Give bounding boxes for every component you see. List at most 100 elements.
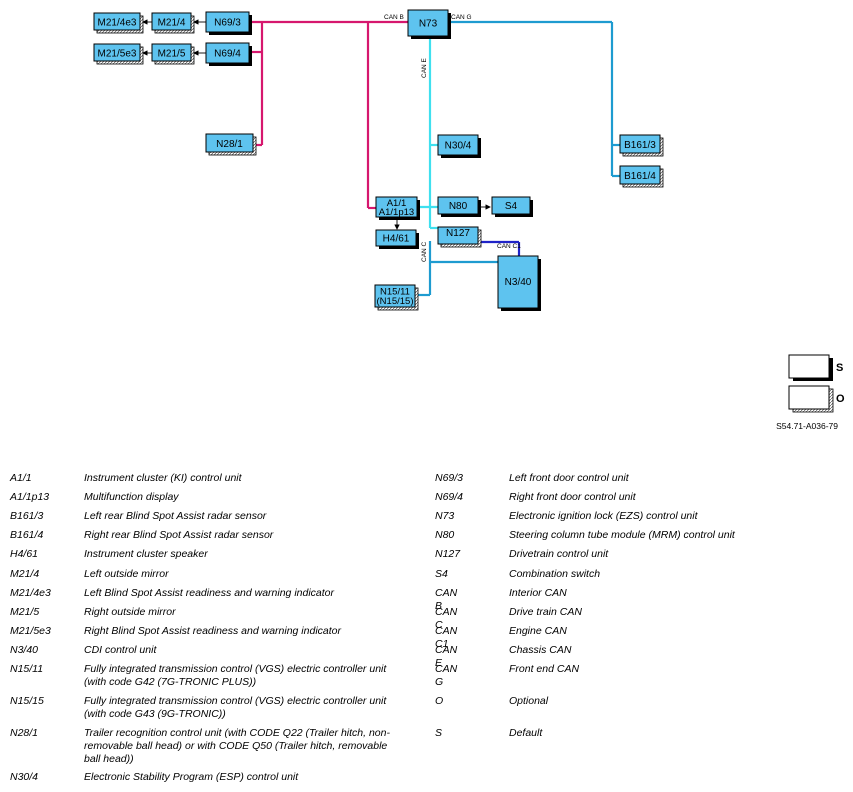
component-label: N15/11 bbox=[380, 287, 410, 298]
components: M21/4e3 M21/4 N69/3 M21/5e3 M21/5 bbox=[93, 9, 664, 311]
component-a1-1[interactable]: A1/1 A1/1p13 bbox=[375, 196, 420, 220]
component-n3-40[interactable]: N3/40 bbox=[497, 255, 541, 311]
legend-desc: Combination switch bbox=[509, 568, 601, 580]
component-n30-4[interactable]: N30/4 bbox=[437, 134, 481, 158]
legend-code: N15/15 bbox=[10, 695, 44, 707]
component-label: N80 bbox=[449, 201, 468, 212]
legend-code: N15/11 bbox=[10, 663, 44, 675]
symbol-key: S O S54.71-A036-79 bbox=[776, 354, 845, 431]
legend-desc: Drivetrain control unit bbox=[509, 548, 609, 560]
legend-code: N28/1 bbox=[10, 727, 39, 739]
legend-desc: CDI control unit bbox=[84, 644, 157, 656]
component-label: N127 bbox=[446, 228, 470, 239]
legend-desc: Optional bbox=[509, 695, 549, 707]
legend-code: B161/3 bbox=[10, 510, 44, 522]
key-standard: S bbox=[788, 354, 843, 381]
legend-desc: Drive train CAN bbox=[509, 606, 582, 618]
legend-desc: Left rear Blind Spot Assist radar sensor bbox=[84, 510, 267, 522]
component-s4[interactable]: S4 bbox=[491, 196, 533, 217]
network-topology-diagram: CAN B CAN G CAN E CAN C CAN C1 M21/4e3 M… bbox=[93, 9, 845, 431]
component-label: B161/4 bbox=[624, 171, 656, 182]
legend-desc: Right rear Blind Spot Assist radar senso… bbox=[84, 529, 274, 541]
component-n127[interactable]: N127 bbox=[437, 226, 482, 248]
component-label: N30/4 bbox=[445, 141, 472, 152]
legend-code: M21/5 bbox=[10, 606, 40, 618]
legend-desc: Instrument cluster (KI) control unit bbox=[84, 472, 242, 484]
can-b-label: CAN B bbox=[384, 14, 404, 21]
component-label: M21/4 bbox=[158, 18, 186, 29]
component-n15-11[interactable]: N15/11 (N15/15) bbox=[374, 284, 419, 311]
component-label: M21/4e3 bbox=[98, 18, 137, 29]
can-b-line bbox=[252, 20, 408, 210]
legend-code: H4/61 bbox=[10, 548, 39, 560]
legend-desc: Electronic Stability Program (ESP) contr… bbox=[84, 771, 299, 783]
legend-code: N80 bbox=[435, 529, 455, 541]
component-n73[interactable]: N73 bbox=[407, 9, 451, 39]
legend-code: N69/4 bbox=[435, 491, 464, 503]
component-label: N28/1 bbox=[216, 139, 243, 150]
component-label: N69/3 bbox=[214, 18, 241, 29]
legend-desc: Default bbox=[509, 727, 543, 739]
component-n28-1[interactable]: N28/1 bbox=[205, 133, 257, 156]
component-m21-5[interactable]: M21/5 bbox=[151, 43, 195, 65]
legend-code: N30/4 bbox=[10, 771, 39, 783]
legend-code: N127 bbox=[435, 548, 461, 560]
legend-code: CAN C1 bbox=[435, 625, 458, 650]
component-b161-4[interactable]: B161/4 bbox=[619, 165, 664, 188]
legend-code: A1/1p13 bbox=[10, 491, 50, 503]
legend-code: CAN B bbox=[435, 587, 458, 612]
component-label: M21/5e3 bbox=[98, 49, 137, 60]
legend-desc: Right front door control unit bbox=[509, 491, 636, 503]
legend-desc: Left Blind Spot Assist readiness and war… bbox=[84, 587, 335, 599]
legend-desc: Engine CAN bbox=[509, 625, 567, 637]
can-c-line bbox=[418, 241, 498, 297]
legend-code: N69/3 bbox=[435, 472, 464, 484]
legend-desc: Left outside mirror bbox=[84, 568, 169, 580]
can-c1-label: CAN C1 bbox=[497, 243, 521, 250]
bus-lines bbox=[142, 19, 620, 297]
can-c1-line bbox=[478, 240, 521, 256]
component-label: N69/4 bbox=[214, 49, 241, 60]
legend-desc: Trailer recognition control unit (with C… bbox=[84, 727, 390, 765]
legend-desc: Right outside mirror bbox=[84, 606, 176, 618]
legend-desc: Interior CAN bbox=[509, 587, 567, 599]
legend-code: N73 bbox=[435, 510, 455, 522]
component-h4-61[interactable]: H4/61 bbox=[375, 229, 419, 249]
component-n69-3[interactable]: N69/3 bbox=[205, 11, 252, 35]
component-b161-3[interactable]: B161/3 bbox=[619, 134, 664, 157]
legend-code: M21/4e3 bbox=[10, 587, 51, 599]
component-label: A1/1 bbox=[387, 198, 407, 209]
legend-code: B161/4 bbox=[10, 529, 44, 541]
legend-desc: Instrument cluster speaker bbox=[84, 548, 208, 560]
legend-code: M21/5e3 bbox=[10, 625, 51, 637]
component-label: N73 bbox=[419, 19, 438, 30]
legend-code: S bbox=[435, 727, 443, 739]
can-g-line bbox=[448, 20, 620, 178]
legend-desc: Right Blind Spot Assist readiness and wa… bbox=[84, 625, 341, 637]
key-optional: O bbox=[788, 385, 845, 413]
legend-code: M21/4 bbox=[10, 568, 40, 580]
component-sublabel: A1/1p13 bbox=[379, 207, 414, 218]
component-n69-4[interactable]: N69/4 bbox=[205, 42, 252, 66]
legend-desc: Front end CAN bbox=[509, 663, 580, 675]
legend-desc: Steering column tube module (MRM) contro… bbox=[509, 529, 735, 541]
component-m21-4[interactable]: M21/4 bbox=[151, 12, 195, 34]
legend-desc: Fully integrated transmission control (V… bbox=[84, 695, 387, 720]
legend-desc: Multifunction display bbox=[84, 491, 179, 503]
legend-code: CAN C bbox=[435, 606, 458, 631]
legend-code: N3/40 bbox=[10, 644, 39, 656]
component-n80[interactable]: N80 bbox=[437, 196, 481, 217]
legend-code: S4 bbox=[435, 568, 448, 580]
legend-code: CAN G bbox=[435, 663, 458, 688]
legend-code: O bbox=[435, 695, 444, 707]
component-label: S4 bbox=[505, 201, 518, 212]
can-e-label: CAN E bbox=[421, 57, 428, 78]
figure-reference: S54.71-A036-79 bbox=[776, 421, 838, 431]
component-label: H4/61 bbox=[383, 234, 410, 245]
component-m21-4e3[interactable]: M21/4e3 bbox=[93, 12, 144, 34]
can-e-line bbox=[417, 36, 438, 230]
key-optional-label: O bbox=[836, 393, 845, 405]
component-m21-5e3[interactable]: M21/5e3 bbox=[93, 43, 144, 65]
legend-desc: Chassis CAN bbox=[509, 644, 572, 656]
legend-desc: Electronic ignition lock (EZS) control u… bbox=[509, 510, 698, 522]
